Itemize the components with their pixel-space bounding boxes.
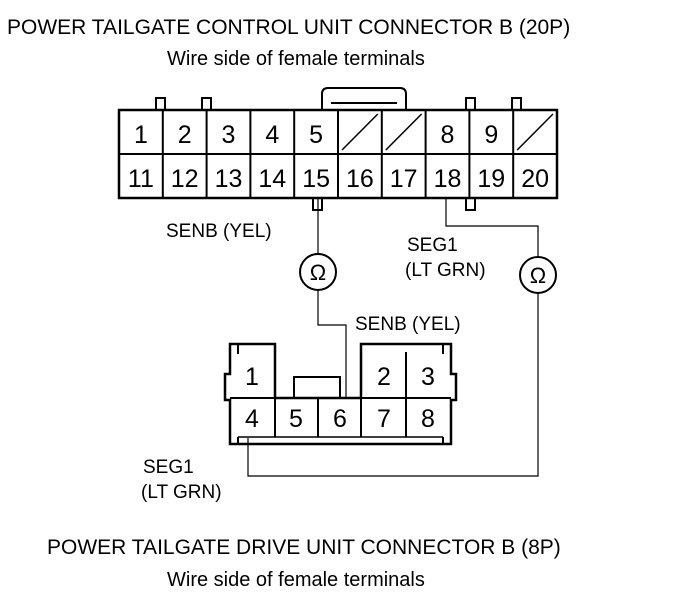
top-pin-3: 3 [222, 121, 236, 149]
seg1-label-upper-line1: SEG1 [407, 235, 458, 256]
ohm-icon: Ω [310, 260, 326, 285]
top-connector-subtitle: Wire side of female terminals [167, 48, 425, 70]
bottom-pin-5: 5 [289, 405, 303, 433]
seg1-wire-top [445, 198, 539, 258]
senb-label-lower: SENB (YEL) [355, 314, 461, 335]
top-connector-tab [511, 97, 522, 111]
ohmmeter-senb: Ω [299, 253, 337, 291]
top-connector-tab [201, 97, 212, 111]
empty-cavity-slash [516, 113, 554, 151]
top-pin-12: 12 [171, 165, 199, 193]
top-pin-17: 17 [390, 165, 418, 193]
bottom-pin-2: 2 [377, 363, 391, 391]
seg1-wire-bottom [247, 292, 539, 477]
top-connector-title: POWER TAILGATE CONTROL UNIT CONNECTOR B … [7, 16, 570, 39]
top-pin-1: 1 [134, 121, 148, 149]
top-connector-key [465, 197, 476, 211]
empty-cavity-slash [385, 113, 423, 151]
ohmmeter-seg1: Ω [519, 256, 557, 294]
top-pin-13: 13 [215, 165, 243, 193]
ohmmeter-circle [519, 256, 557, 294]
bottom-pin-7: 7 [377, 405, 391, 433]
top-pin-14: 14 [258, 165, 286, 193]
top-pin-4: 4 [265, 121, 279, 149]
bottom-pin-1: 1 [245, 363, 259, 391]
top-connector-empty-cells [341, 113, 554, 151]
top-pin-8: 8 [441, 121, 455, 149]
seg1-label-lower-line1: SEG1 [143, 457, 194, 478]
bottom-pin-6: 6 [333, 405, 347, 433]
top-connector-tab [155, 97, 166, 111]
top-pin-9: 9 [484, 121, 498, 149]
top-pin-19: 19 [477, 165, 505, 193]
bottom-connector-subtitle: Wire side of female terminals [167, 569, 425, 591]
bottom-pin-4: 4 [245, 405, 259, 433]
top-pin-11: 11 [128, 165, 154, 193]
bottom-connector: 1 2 3 4 5 6 7 8 [223, 342, 458, 446]
bottom-pin-3: 3 [421, 363, 435, 391]
top-pin-2: 2 [178, 121, 192, 149]
top-pin-5: 5 [309, 121, 323, 149]
top-pin-16: 16 [346, 165, 374, 193]
ohm-icon: Ω [530, 263, 546, 288]
ohmmeter-circle [299, 253, 337, 291]
bottom-connector-latch [293, 376, 341, 399]
top-connector-cell-dividers [161, 110, 515, 198]
top-pin-15: 15 [302, 165, 330, 193]
top-connector-tab [465, 97, 476, 111]
senb-label-upper: SENB (YEL) [166, 221, 272, 242]
top-pin-20: 20 [521, 165, 549, 193]
seg1-label-upper-line2: (LT GRN) [405, 260, 486, 281]
senb-wire-bottom [317, 290, 347, 398]
top-connector-latch [321, 87, 407, 110]
bottom-connector-title: POWER TAILGATE DRIVE UNIT CONNECTOR B (8… [47, 536, 561, 559]
seg1-label-lower-line2: (LT GRN) [141, 482, 222, 503]
bottom-pin-8: 8 [421, 405, 435, 433]
top-pin-18: 18 [434, 165, 462, 193]
empty-cavity-slash [341, 113, 379, 151]
